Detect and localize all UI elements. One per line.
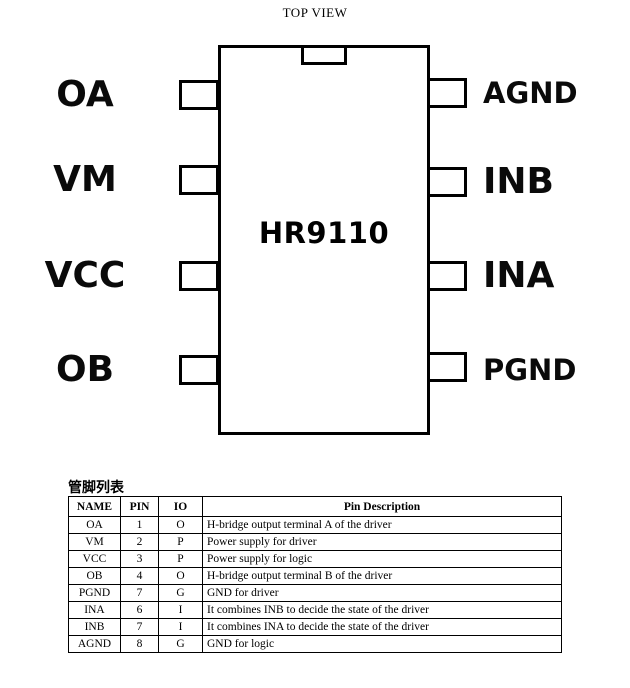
cell-description: Power supply for logic	[202, 550, 562, 568]
cell-name: OA	[68, 516, 121, 534]
pin-label-inb: INB	[483, 161, 554, 202]
pin-label-ina: INA	[483, 255, 555, 296]
cell-pin: 4	[120, 567, 159, 585]
cell-pin: 3	[120, 550, 159, 568]
cell-description: It combines INB to decide the state of t…	[202, 601, 562, 619]
table-header-row: NAME PIN IO Pin Description	[68, 496, 562, 517]
cell-io: P	[158, 550, 203, 568]
pin-table-heading: 管脚列表	[68, 480, 124, 496]
table-row: AGND 8 G GND for logic	[68, 635, 562, 653]
cell-name: OB	[68, 567, 121, 585]
cell-name: INB	[68, 618, 121, 636]
table-row: VM 2 P Power supply for driver	[68, 533, 562, 551]
table-row: INA 6 I It combines INB to decide the st…	[68, 601, 562, 619]
chip-body: HR9110	[218, 45, 430, 435]
cell-name: INA	[68, 601, 121, 619]
pin-box-pgnd	[427, 352, 467, 382]
col-header-pin: PIN	[120, 496, 159, 517]
cell-pin: 7	[120, 618, 159, 636]
cell-pin: 6	[120, 601, 159, 619]
pin-box-agnd	[427, 78, 467, 108]
cell-description: H-bridge output terminal B of the driver	[202, 567, 562, 585]
cell-description: GND for logic	[202, 635, 562, 653]
table-row: VCC 3 P Power supply for logic	[68, 550, 562, 568]
cell-name: VM	[68, 533, 121, 551]
pin-box-vcc	[179, 261, 219, 291]
chip-name: HR9110	[258, 216, 390, 250]
pin-box-oa	[179, 80, 219, 110]
table-row: OB 4 O H-bridge output terminal B of the…	[68, 567, 562, 585]
cell-io: P	[158, 533, 203, 551]
table-row: INB 7 I It combines INA to decide the st…	[68, 618, 562, 636]
pin-label-vcc: VCC	[44, 255, 126, 296]
cell-io: I	[158, 618, 203, 636]
cell-description: Power supply for driver	[202, 533, 562, 551]
cell-io: G	[158, 584, 203, 602]
pin-table: NAME PIN IO Pin Description OA 1 O H-bri…	[68, 496, 562, 653]
pin-label-agnd: AGND	[483, 76, 578, 110]
cell-pin: 1	[120, 516, 159, 534]
col-header-name: NAME	[68, 496, 121, 517]
cell-pin: 7	[120, 584, 159, 602]
pin-box-ina	[427, 261, 467, 291]
cell-io: O	[158, 516, 203, 534]
cell-name: PGND	[68, 584, 121, 602]
table-row: PGND 7 G GND for driver	[68, 584, 562, 602]
cell-name: AGND	[68, 635, 121, 653]
cell-io: O	[158, 567, 203, 585]
pin-box-inb	[427, 167, 467, 197]
pin-label-ob: OB	[55, 349, 115, 390]
col-header-io: IO	[158, 496, 203, 517]
chip-notch	[301, 45, 347, 65]
cell-io: G	[158, 635, 203, 653]
pin-box-ob	[179, 355, 219, 385]
top-view-title: TOP VIEW	[282, 5, 348, 20]
pin-label-oa: OA	[56, 74, 114, 115]
cell-pin: 2	[120, 533, 159, 551]
cell-description: It combines INA to decide the state of t…	[202, 618, 562, 636]
cell-pin: 8	[120, 635, 159, 653]
pin-label-pgnd: PGND	[483, 353, 577, 387]
table-row: OA 1 O H-bridge output terminal A of the…	[68, 516, 562, 534]
cell-io: I	[158, 601, 203, 619]
cell-name: VCC	[68, 550, 121, 568]
cell-description: GND for driver	[202, 584, 562, 602]
pin-label-vm: VM	[53, 159, 117, 200]
col-header-description: Pin Description	[202, 496, 562, 517]
cell-description: H-bridge output terminal A of the driver	[202, 516, 562, 534]
pin-box-vm	[179, 165, 219, 195]
